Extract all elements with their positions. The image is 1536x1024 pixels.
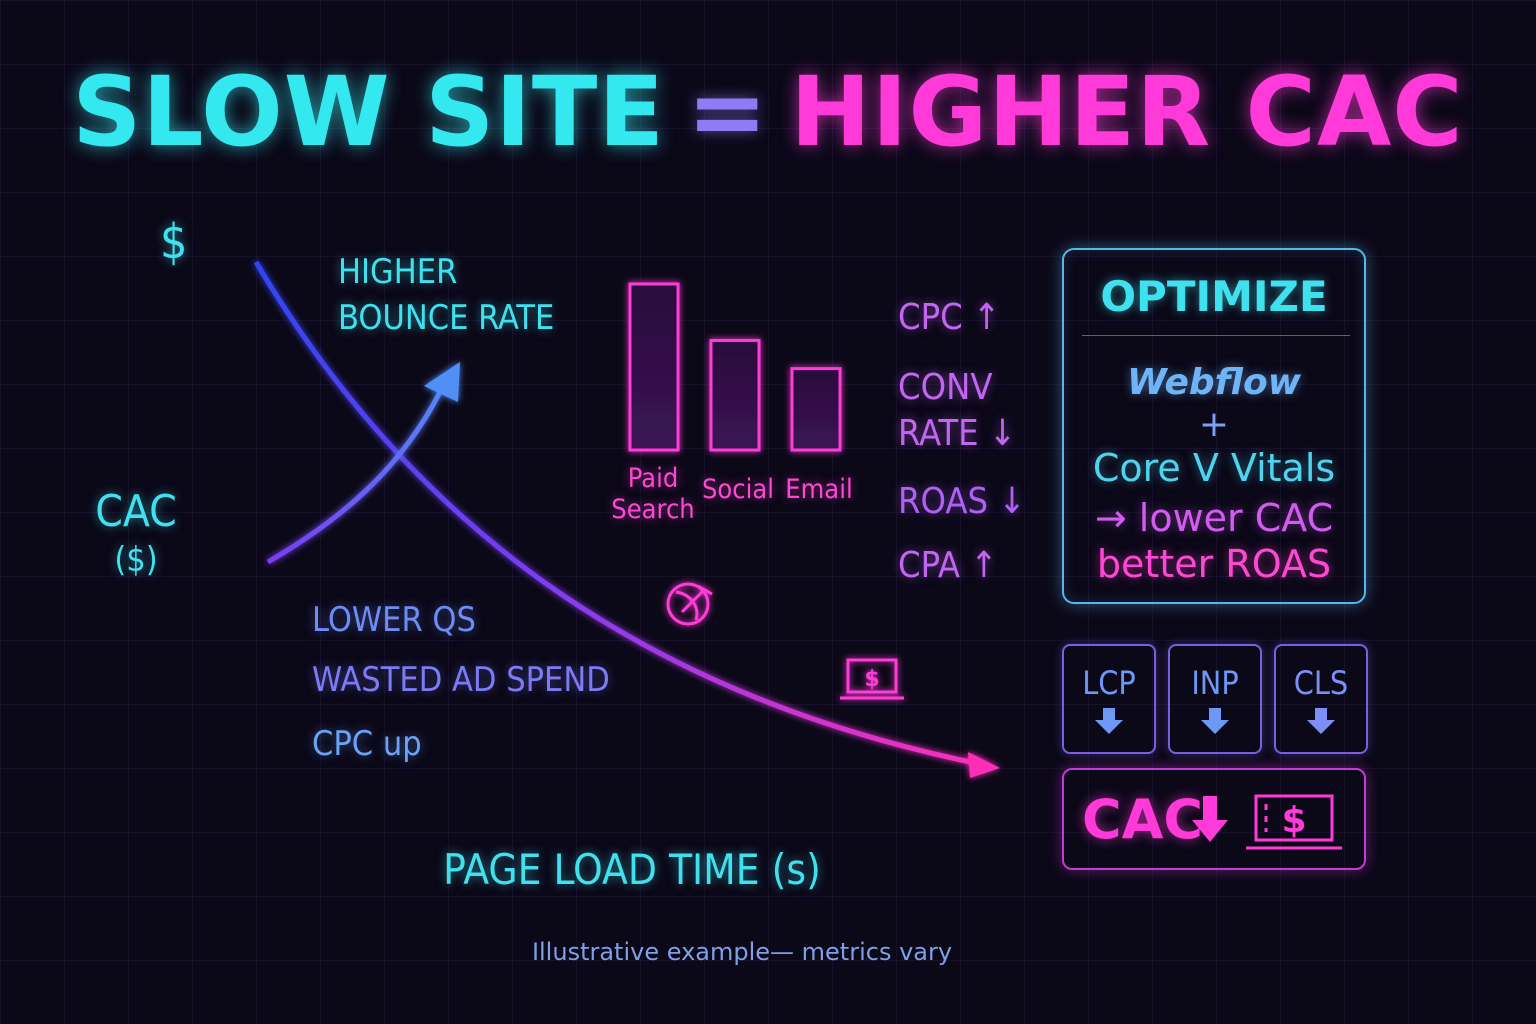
vital-box-lcp	[1062, 644, 1156, 754]
bar-label-paid: Paid	[627, 463, 679, 494]
bounce-rate-label-line1: HIGHER	[338, 252, 458, 292]
bar-social	[709, 338, 761, 452]
vital-label-cls: CLS	[1293, 664, 1349, 702]
cac-down-box	[1062, 768, 1366, 870]
y-axis-dollar-symbol: $	[160, 214, 188, 270]
bar-label-paid-search: Paid Search	[592, 463, 714, 525]
optimize-webflow: Webflow	[1127, 362, 1301, 403]
arrow-down-icon	[1201, 708, 1229, 734]
bounce-rate-arrowhead	[424, 362, 460, 402]
title-equals: =	[686, 56, 769, 168]
laptop-dollar-icon: $	[1246, 794, 1342, 850]
note-wasted-ad-spend: WASTED AD SPEND	[312, 660, 610, 700]
metric-roas: ROAS ↓	[898, 481, 1026, 522]
bar-label-email: Email	[785, 474, 853, 505]
optimize-panel	[1062, 248, 1366, 604]
cac-down-label: CAC	[1082, 788, 1204, 851]
channel-bars	[628, 282, 842, 452]
page-title: SLOW SITE=HIGHER CAC	[0, 64, 1536, 160]
vital-box-cls	[1274, 644, 1368, 754]
arrow-down-icon	[1307, 708, 1335, 734]
cac-curve-arrowhead	[968, 752, 1000, 778]
metric-cpc: CPC ↑	[898, 297, 1001, 338]
vital-label-inp: INP	[1191, 664, 1239, 702]
metric-conv: CONV	[898, 367, 993, 408]
y-axis-label: CAC	[95, 486, 177, 537]
vital-box-inp	[1168, 644, 1262, 754]
rocket-icon	[666, 582, 713, 626]
optimize-better-roas: better ROAS	[1096, 542, 1332, 586]
caption: Illustrative example— metrics vary	[531, 938, 953, 966]
x-axis-label: PAGE LOAD TIME (s)	[443, 845, 821, 894]
bar-email	[790, 367, 842, 452]
bar-label-social: Social	[701, 474, 775, 505]
note-cpc-up: CPC up	[312, 724, 422, 764]
bar-paid-search	[628, 282, 680, 452]
arrow-down-icon	[1192, 796, 1228, 842]
title-left: SLOW SITE	[72, 56, 665, 168]
optimize-plus: +	[1198, 404, 1230, 445]
metric-conv-rate: RATE ↓	[898, 413, 1017, 454]
bar-label-search: Search	[611, 494, 695, 526]
cac-curve	[253, 260, 986, 768]
bounce-rate-label-line2: BOUNCE RATE	[338, 298, 555, 338]
metric-cpa: CPA ↑	[898, 545, 998, 586]
optimize-divider	[1082, 335, 1350, 336]
vital-label-lcp: LCP	[1082, 664, 1136, 702]
y-axis-unit: ($)	[114, 540, 158, 580]
svg-text:$: $	[864, 667, 879, 692]
title-right: HIGHER CAC	[790, 56, 1464, 168]
bounce-rate-arrow	[266, 390, 443, 565]
arrow-down-icon	[1095, 708, 1123, 734]
optimize-title: OPTIMIZE	[1100, 272, 1328, 321]
optimize-lower-cac: → lower CAC	[1094, 496, 1334, 540]
note-lower-qs: LOWER QS	[312, 600, 476, 640]
svg-text:$: $	[1281, 800, 1306, 841]
optimize-core-vitals: Core V Vitals	[1092, 446, 1336, 490]
dollar-laptop-icon: $	[840, 658, 904, 700]
